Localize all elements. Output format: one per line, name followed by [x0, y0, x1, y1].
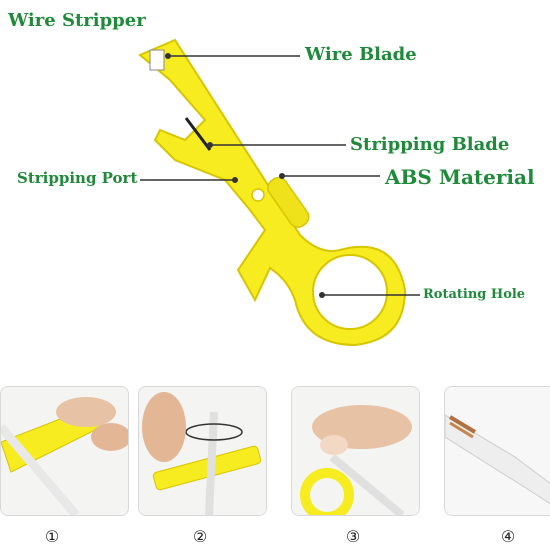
abs-slot — [267, 176, 310, 228]
step-4-image — [445, 387, 550, 515]
title-label: Wire Stripper — [8, 10, 146, 31]
rotating-hole — [312, 254, 388, 330]
wire-stripper-illustration — [138, 38, 420, 347]
rotating-hole-label: Rotating Hole — [423, 287, 526, 302]
step-number-2: ② — [192, 527, 208, 546]
small-hole — [251, 188, 265, 202]
stripping-blade — [184, 117, 212, 151]
step-2-image — [139, 387, 266, 515]
step-1-image — [1, 387, 128, 515]
step-number-3: ③ — [345, 527, 361, 546]
abs-material-label: ABS Material — [385, 165, 535, 189]
wire-blade-notch — [149, 49, 165, 71]
step-panel-2 — [138, 386, 267, 516]
step-3-image — [292, 387, 419, 515]
wire-blade-label: Wire Blade — [305, 44, 417, 65]
step-number-1: ① — [44, 527, 60, 546]
step-panel-3 — [291, 386, 420, 516]
step-number-4: ④ — [500, 527, 516, 546]
stripping-blade-label: Stripping Blade — [350, 134, 510, 155]
step-panel-4 — [444, 386, 550, 516]
step-panel-1 — [0, 386, 129, 516]
stripping-port-label: Stripping Port — [17, 169, 138, 187]
